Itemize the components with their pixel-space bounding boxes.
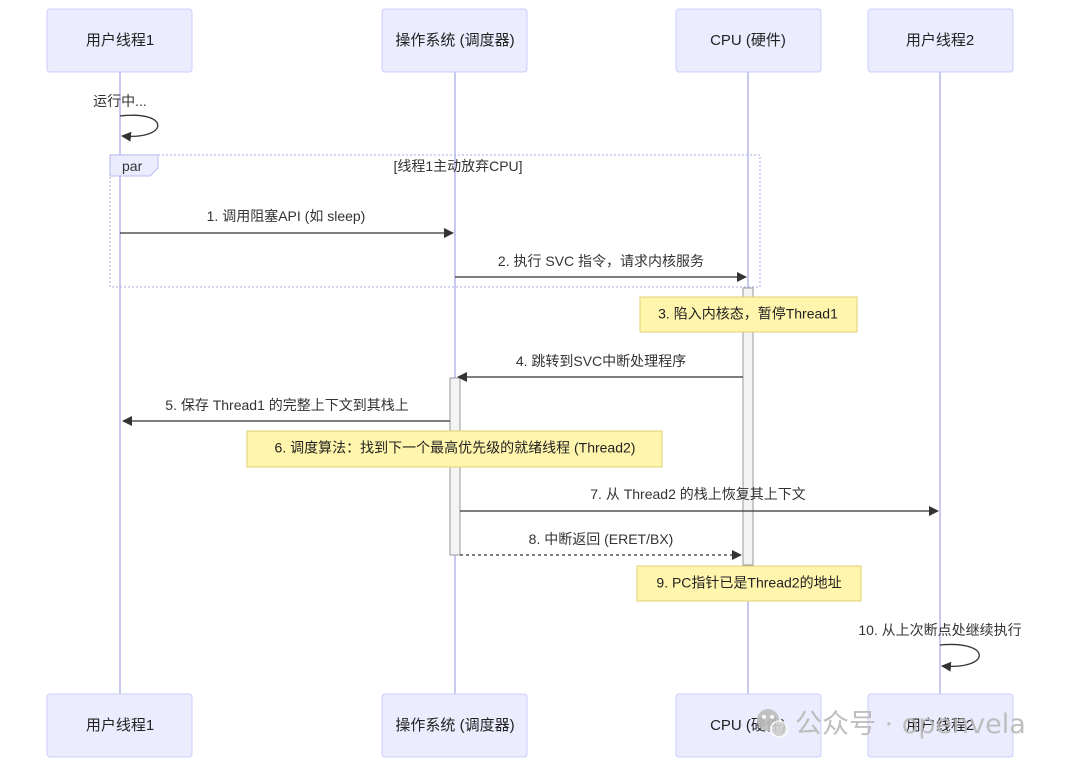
message-label-8: 8. 中断返回 (ERET/BX) [529, 531, 674, 547]
note-6: 6. 调度算法：找到下一个最高优先级的就绪线程 (Thread2) [246, 430, 663, 468]
par-tab [109, 154, 159, 177]
actor-top-os-scheduler: 操作系统 (调度器) [381, 8, 528, 73]
self-loop-label-resume: 10. 从上次断点处继续执行 [858, 622, 1021, 638]
actor-label: CPU (硬件) [710, 32, 786, 49]
par-condition: [线程1主动放弃CPU] [393, 158, 522, 174]
actor-top-cpu: CPU (硬件) [675, 8, 822, 73]
self-loop-label-running: 运行中... [93, 93, 147, 109]
note-label-6: 6. 调度算法：找到下一个最高优先级的就绪线程 (Thread2) [275, 440, 636, 456]
actor-top-user-thread-1: 用户线程1 [46, 8, 193, 73]
actor-label: 用户线程2 [906, 717, 974, 734]
watermark-text: 公众号 · openvela [795, 709, 1026, 740]
actor-label: 用户线程2 [906, 32, 974, 49]
par-frame: par [线程1主动放弃CPU] [109, 154, 761, 288]
par-tag-label: par [122, 158, 143, 174]
actor-bottom-user-thread-2: 用户线程2 [867, 693, 1014, 758]
actor-top-user-thread-2: 用户线程2 [867, 8, 1014, 73]
activation-cpu [742, 287, 754, 566]
actor-bottom-os-scheduler: 操作系统 (调度器) [381, 693, 528, 758]
actor-bottom-user-thread-1: 用户线程1 [46, 693, 193, 758]
message-label-5: 5. 保存 Thread1 的完整上下文到其栈上 [165, 397, 409, 413]
wechat-icon [757, 709, 788, 738]
watermark: 公众号 · openvela [757, 709, 1026, 740]
self-loop-arrow-running [119, 114, 159, 142]
note-3: 3. 陷入内核态，暂停Thread1 [639, 296, 858, 333]
actor-label: 操作系统 (调度器) [395, 32, 514, 49]
message-label-1: 1. 调用阻塞API (如 sleep) [207, 208, 366, 224]
self-loop-arrow-resume [939, 643, 980, 672]
actor-label: 用户线程1 [86, 32, 154, 49]
message-label-2: 2. 执行 SVC 指令，请求内核服务 [498, 253, 704, 269]
message-label-4: 4. 跳转到SVC中断处理程序 [516, 353, 686, 369]
actor-label: 用户线程1 [86, 717, 154, 734]
actor-label: 操作系统 (调度器) [395, 717, 514, 734]
message-label-7: 7. 从 Thread2 的栈上恢复其上下文 [590, 486, 806, 502]
note-label-3: 3. 陷入内核态，暂停Thread1 [658, 306, 838, 322]
note-9: 9. PC指针已是Thread2的地址 [636, 565, 862, 602]
note-label-9: 9. PC指针已是Thread2的地址 [656, 575, 841, 591]
